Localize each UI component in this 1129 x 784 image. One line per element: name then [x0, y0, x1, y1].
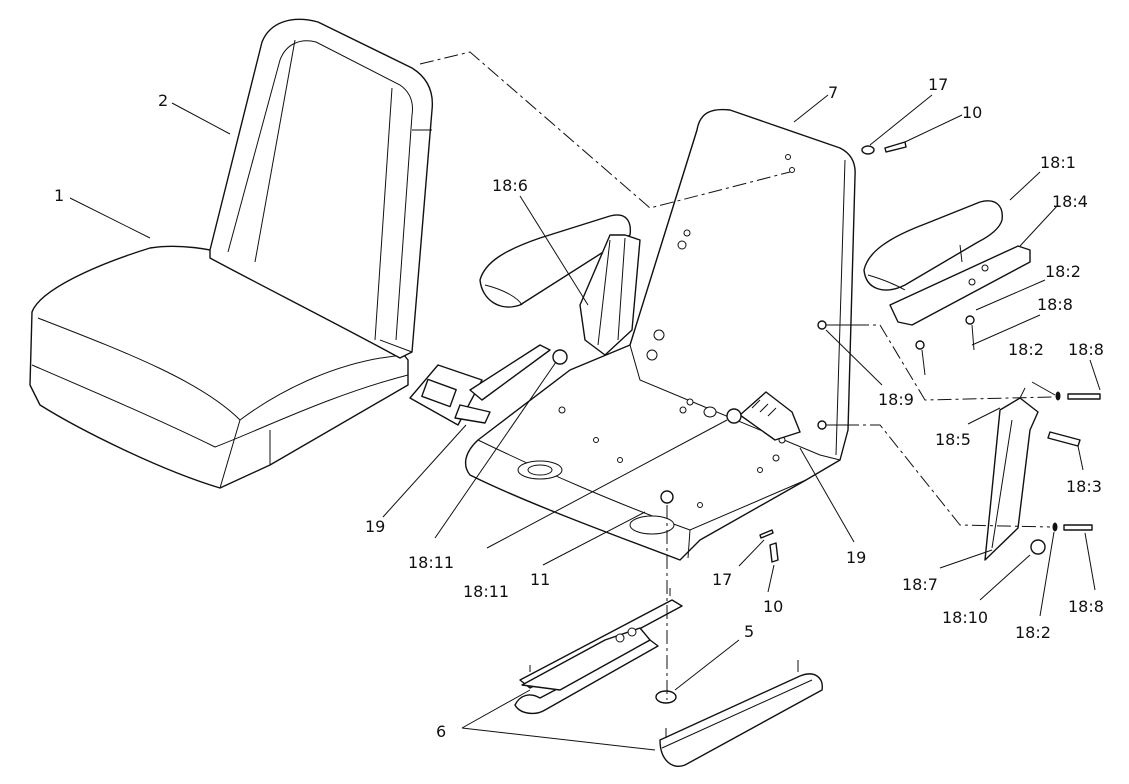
callout-6: 6 [436, 722, 446, 741]
callout-17-top: 17 [928, 75, 948, 94]
assembly-lines [419, 51, 1053, 700]
callout-18-8-a: 18:8 [1037, 295, 1073, 314]
callout-19-right: 19 [846, 548, 866, 567]
callout-18-11-a: 18:11 [408, 553, 454, 572]
callout-17-bottom: 17 [712, 570, 732, 589]
callout-18-2-c: 18:2 [1015, 623, 1051, 642]
callout-18-1: 18:1 [1040, 153, 1076, 172]
armrest-left [479, 214, 641, 356]
seat-frame [464, 108, 856, 561]
armrest-bracket [984, 387, 1039, 561]
leader-lines [69, 94, 1101, 751]
callout-2: 2 [158, 91, 168, 110]
callout-1: 1 [54, 186, 64, 205]
callout-18-2-a: 18:2 [1045, 262, 1081, 281]
callout-18-9: 18:9 [878, 390, 914, 409]
callout-18-8-b: 18:8 [1068, 340, 1104, 359]
seat-belt-left [409, 344, 551, 426]
callout-10-top: 10 [962, 103, 982, 122]
seat-belt-right [739, 391, 801, 441]
callout-5: 5 [744, 622, 754, 641]
callout-11: 11 [530, 570, 550, 589]
callout-18-2-b: 18:2 [1008, 340, 1044, 359]
callout-7: 7 [828, 83, 838, 102]
callout-18-7: 18:7 [902, 575, 938, 594]
callout-18-5: 18:5 [935, 430, 971, 449]
armrest-right [863, 200, 1031, 326]
callout-18-3: 18:3 [1066, 477, 1102, 496]
callout-18-6: 18:6 [492, 176, 528, 195]
callout-19-left: 19 [365, 517, 385, 536]
callout-18-4: 18:4 [1052, 192, 1088, 211]
slide-rail-right [659, 660, 823, 767]
callout-18-8-c: 18:8 [1068, 597, 1104, 616]
callout-labels: 1 2 7 17 10 18:1 18:6 18:4 18:2 18:8 18:… [54, 75, 1104, 741]
slide-rail-left [514, 588, 683, 715]
hardware [552, 141, 1101, 704]
backrest [209, 18, 434, 359]
callout-10-bottom: 10 [763, 597, 783, 616]
callout-18-10: 18:10 [942, 608, 988, 627]
callout-18-11-b: 18:11 [463, 582, 509, 601]
